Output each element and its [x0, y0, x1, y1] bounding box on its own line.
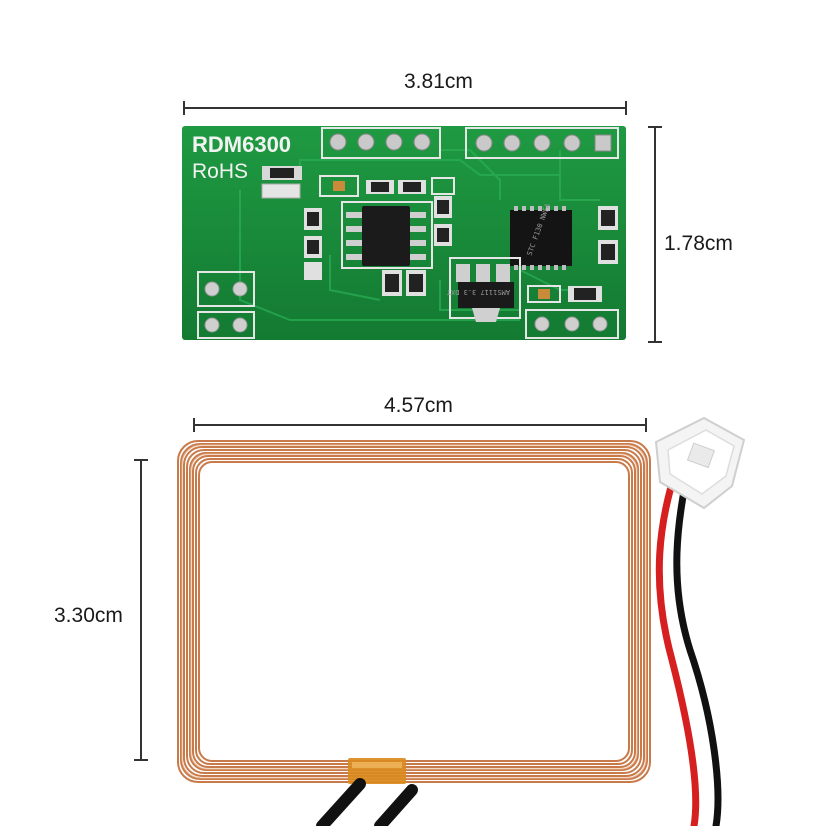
antenna-width-label: 4.57cm: [384, 394, 453, 417]
regulator-marking: AMS1117 3.3 DXT: [446, 288, 510, 296]
jst-connector: [654, 416, 746, 510]
voltage-regulator: AMS1117 3.3 DXT: [446, 257, 521, 322]
connector-wires: [655, 466, 722, 826]
soic-chip: [341, 201, 433, 269]
coil-lead-wires: [316, 778, 418, 826]
header-pins-right: [465, 127, 619, 159]
mcu-chip: STC F130 NWFA: [510, 202, 572, 270]
bottom-pins: [525, 309, 619, 339]
header-pins-left: [321, 127, 441, 159]
kapton-tape: [348, 758, 406, 784]
coil-highlight: [181, 444, 647, 779]
rfid-reader-board: RDM6300 RoHS: [182, 126, 626, 340]
smd-components: [261, 166, 618, 303]
board-width-dimension-line: [183, 101, 627, 115]
antenna-pads: [197, 271, 255, 339]
board-width-label: 3.81cm: [404, 70, 473, 93]
board-height-dimension-line: [648, 126, 662, 343]
antenna-coil: [177, 440, 651, 783]
antenna-height-dimension-line: [134, 459, 148, 761]
antenna-height-label: 3.30cm: [54, 604, 123, 627]
rohs-silkscreen: RoHS: [192, 160, 248, 183]
board-height-label: 1.78cm: [664, 232, 733, 255]
board-model-silkscreen: RDM6300: [192, 132, 291, 157]
antenna-width-dimension-line: [193, 418, 647, 432]
